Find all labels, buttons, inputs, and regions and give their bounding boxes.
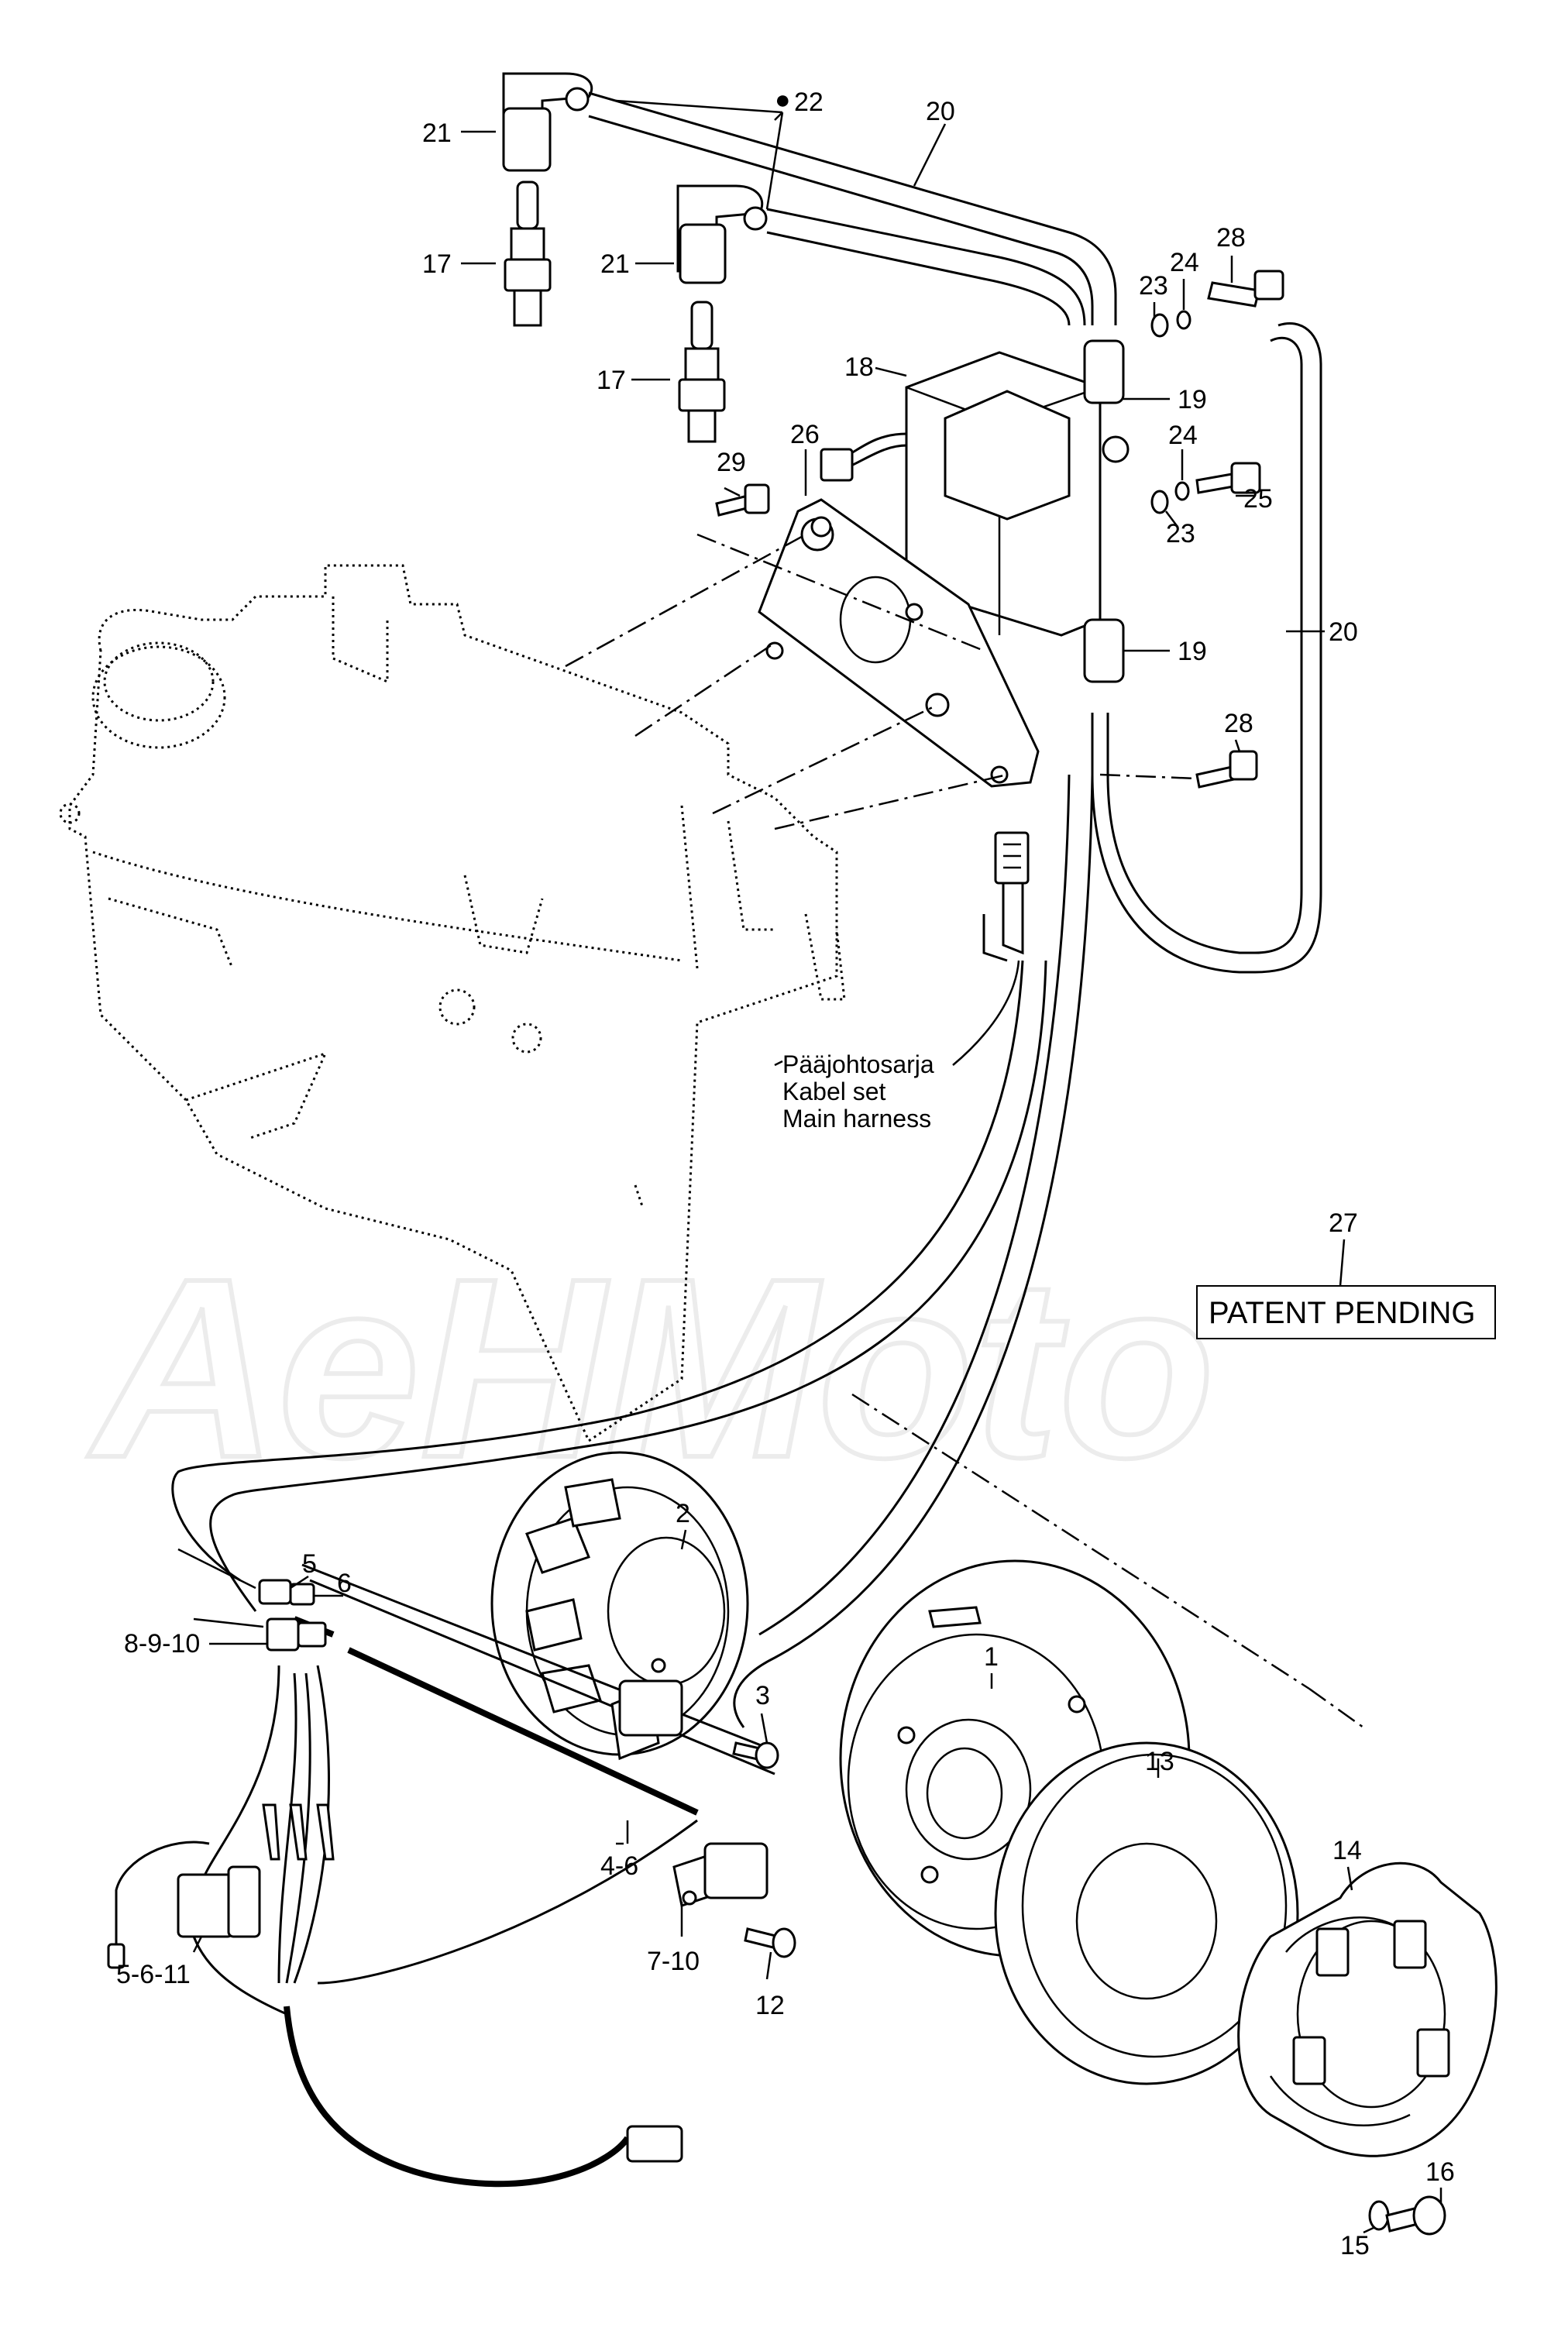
coil-bracket <box>758 498 1040 788</box>
washer-24-upper <box>1176 310 1191 330</box>
oil-tank <box>59 564 846 1443</box>
harness-note: Pääjohtosarja Kabel set Main harness <box>782 1050 934 1133</box>
callout-label: 26 <box>790 420 820 449</box>
pickup-coil-lower <box>672 1842 769 1907</box>
leader-lines <box>192 99 1442 2234</box>
bolt-12 <box>744 1927 796 1958</box>
callout-label: 17 <box>597 366 626 395</box>
connectors-5-6-8 <box>258 1579 327 1652</box>
callout-label: 2 <box>676 1499 690 1528</box>
callout-label: 13 <box>1145 1747 1174 1776</box>
callout-label: 25 <box>1243 484 1273 514</box>
spark-plug-cap-upper <box>502 72 593 172</box>
washer-24-lower <box>1174 481 1190 501</box>
callout-label: 18 <box>844 352 874 382</box>
spark-plug-lower <box>678 301 726 443</box>
callout-label: 24 <box>1170 248 1199 277</box>
bolt-28-lower <box>1195 750 1258 789</box>
screw-25 <box>1195 462 1261 494</box>
callout-label: 15 <box>1340 2231 1370 2260</box>
bolt-29 <box>715 483 770 517</box>
callout-label: 16 <box>1425 2157 1455 2187</box>
patent-box: PATENT PENDING 27 <box>1196 1208 1496 1339</box>
washer-23-upper <box>1150 313 1169 338</box>
callout-label: 17 <box>422 249 452 279</box>
callout-label: 21 <box>600 249 630 279</box>
callout-label: 19 <box>1178 637 1207 666</box>
harness-note-line-2: Kabel set <box>782 1078 886 1105</box>
spark-plug-cap-lower <box>676 184 768 284</box>
starter-cup <box>994 1741 1299 2085</box>
washer-15 <box>1368 2200 1390 2231</box>
callout-label: 7-10 <box>647 1947 700 1976</box>
patent-text: PATENT PENDING <box>1209 1296 1476 1330</box>
stator-wiring <box>107 1563 775 2188</box>
callout-label: 3 <box>755 1681 770 1710</box>
callout-label: 14 <box>1332 1836 1362 1865</box>
callout-label: 12 <box>755 1991 785 2020</box>
callout-label: 24 <box>1168 421 1198 450</box>
callout-label: 23 <box>1166 519 1195 548</box>
callout-label: 20 <box>1329 617 1358 647</box>
routed-harness <box>171 774 1094 1728</box>
spark-plug-upper <box>504 180 552 327</box>
bolt-28-upper <box>1207 270 1284 308</box>
bolt-3 <box>732 1741 779 1769</box>
callout-label: 28 <box>1224 709 1253 738</box>
callout-label: 5 <box>302 1549 317 1579</box>
callout-labels: 21 ● 22 20 17 21 17 28 24 23 18 19 26 24… <box>116 85 1455 2260</box>
callout-label: 20 <box>926 97 955 126</box>
drop-icon: ● <box>775 85 791 115</box>
callout-label: 5-6-11 <box>116 1960 191 1989</box>
callout-label: 4-6 <box>600 1851 638 1881</box>
callout-label: 21 <box>422 119 452 148</box>
high-tension-leads <box>588 91 1322 974</box>
callout-label: 6 <box>337 1569 352 1598</box>
harness-note-line-3: Main harness <box>782 1105 931 1133</box>
rotor-cover <box>1237 1861 1498 2157</box>
callout-label: 29 <box>717 448 746 477</box>
callout-label: 8-9-10 <box>124 1629 200 1659</box>
harness-connector <box>982 831 1030 962</box>
pickup-coil-upper <box>610 1679 683 1761</box>
washer-23-lower <box>1150 490 1169 514</box>
callout-label: 23 <box>1139 271 1168 301</box>
patent-number: 27 <box>1329 1208 1358 1238</box>
callout-label: 1 <box>984 1642 999 1672</box>
harness-note-line-1: Pääjohtosarja <box>782 1050 934 1078</box>
assembly-centerlines <box>565 533 1364 1729</box>
bolt-16 <box>1385 2195 1446 2236</box>
callout-label: 22 <box>794 88 824 117</box>
callout-label: 28 <box>1216 223 1246 253</box>
callout-label: 19 <box>1178 385 1207 414</box>
